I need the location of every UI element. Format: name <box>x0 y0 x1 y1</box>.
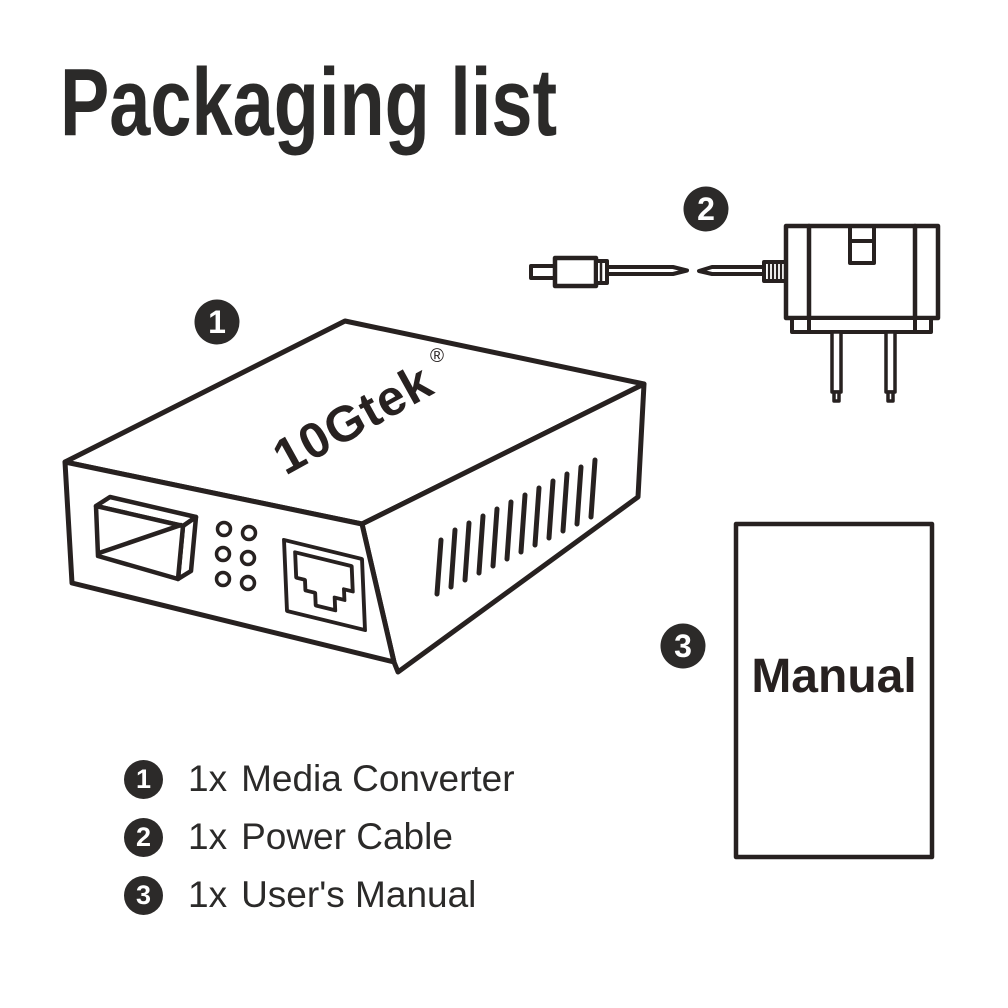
sc-fiber-port <box>93 494 199 582</box>
vent-slots <box>434 457 598 597</box>
list-item: 2 1x Power Cable <box>124 808 515 866</box>
item-name: Media Converter <box>241 758 515 799</box>
item-name: Power Cable <box>241 816 453 857</box>
power-cord <box>605 265 766 276</box>
vent-slot <box>532 485 542 548</box>
led-indicators <box>214 520 258 592</box>
power-cable-illustration <box>529 223 941 403</box>
power-adapter-body <box>783 223 941 334</box>
vent-slot <box>518 492 528 555</box>
registered-trademark-icon: ® <box>430 346 444 367</box>
item-quantity: 1x <box>188 874 228 915</box>
vent-slot <box>490 506 500 569</box>
vent-slot <box>476 513 486 576</box>
dc-plug-tip <box>529 264 557 280</box>
led-hole <box>239 574 257 592</box>
badge-2-number: 2 <box>697 191 715 227</box>
badge-3-number: 3 <box>674 628 692 664</box>
badge-1-number: 1 <box>208 304 226 340</box>
sc-port-diagonal <box>96 522 184 556</box>
badge-2-circle <box>683 186 729 232</box>
vent-slot <box>462 520 472 583</box>
badge-3: 3 <box>660 623 706 669</box>
vent-slot <box>434 537 444 597</box>
rj45-port-outline <box>282 537 367 633</box>
vent-slot <box>560 471 570 534</box>
rj45-jack-shape <box>293 550 355 613</box>
led-hole <box>214 545 232 563</box>
cable-left-segment <box>605 265 689 276</box>
plug-prong-right <box>884 330 897 394</box>
strain-relief-body <box>762 260 788 283</box>
item-quantity: 1x <box>188 816 228 857</box>
vent-slot <box>546 478 556 541</box>
badge-1: 1 <box>194 299 240 345</box>
plug-prongs <box>830 330 897 403</box>
cable-right-segment <box>697 265 766 276</box>
led-hole <box>240 524 258 542</box>
vent-slot <box>574 464 584 527</box>
adapter-base-flange <box>790 316 933 334</box>
led-hole <box>214 570 232 588</box>
badge-2: 2 <box>683 186 729 232</box>
item-name: User's Manual <box>241 874 477 915</box>
dc-plug-body <box>552 255 599 289</box>
list-item: 1 1x Media Converter <box>124 750 515 808</box>
badge-1-circle <box>194 299 240 345</box>
list-item: 3 1x User's Manual <box>124 866 515 924</box>
badge-3-circle <box>660 623 706 669</box>
rj45-port <box>282 537 367 633</box>
strain-relief <box>762 260 788 283</box>
list-badge-3: 3 <box>124 875 163 915</box>
strain-relief-ribs <box>767 262 783 281</box>
manual-illustration: Manual <box>733 521 935 860</box>
plug-prong-left-tip <box>832 390 841 403</box>
list-badge-2: 2 <box>124 817 163 857</box>
adapter-top-notch <box>848 224 876 265</box>
vent-slot <box>504 499 514 562</box>
list-badge-1: 1 <box>124 759 163 799</box>
packing-list: 1 1x Media Converter 2 1x Power Cable 3 … <box>124 750 515 924</box>
manual-cover <box>733 521 935 860</box>
vent-slot <box>588 457 598 520</box>
led-hole <box>215 520 233 538</box>
item-quantity: 1x <box>188 758 228 799</box>
vent-slot <box>448 527 458 590</box>
manual-label: Manual <box>751 650 916 703</box>
plug-prong-left <box>830 330 843 394</box>
page-title: Packaging list <box>60 49 558 156</box>
plug-prong-right-tip <box>886 390 895 403</box>
media-converter-illustration: 10Gtek ® <box>62 318 647 675</box>
diagram-badges: 1 2 3 <box>194 186 729 669</box>
sc-port-front-face <box>93 503 186 582</box>
led-hole <box>239 549 257 567</box>
